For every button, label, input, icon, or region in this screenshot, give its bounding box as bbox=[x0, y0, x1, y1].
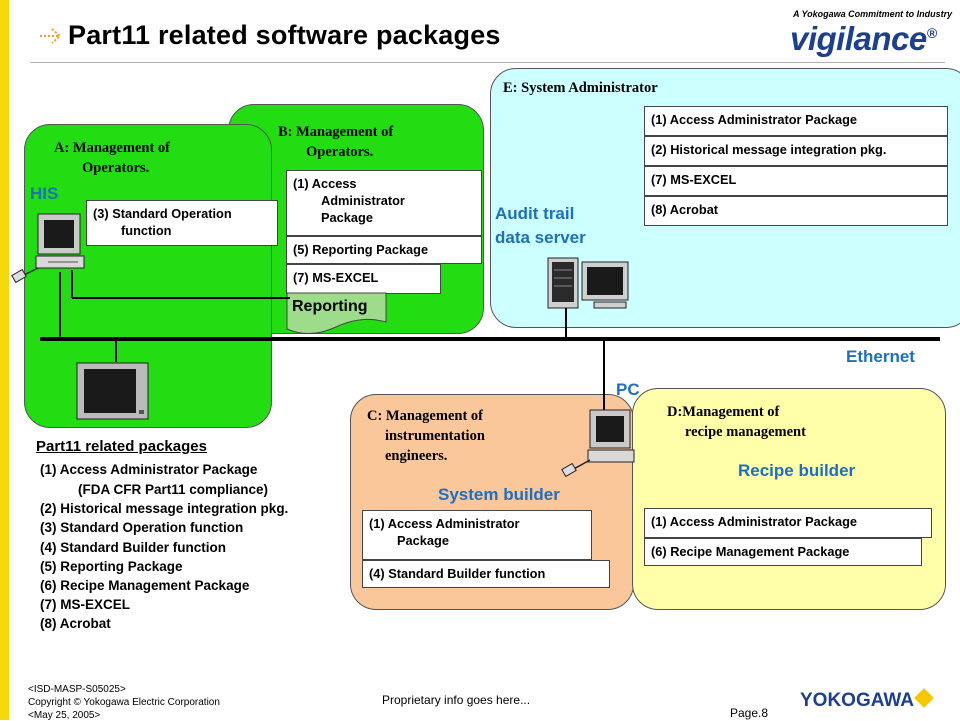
his-computer-icon bbox=[11, 213, 85, 284]
package-item: (8) Acrobat bbox=[40, 616, 111, 631]
audit-server-icon bbox=[547, 257, 629, 309]
title-divider bbox=[30, 62, 945, 63]
footer-date: <May 25, 2005> bbox=[28, 710, 101, 721]
e-msexcel-box: (7) MS-EXCEL bbox=[644, 166, 948, 196]
logo-tagline: A Yokogawa Commitment to Industry bbox=[793, 9, 953, 19]
e-access-admin-box: (1) Access Administrator Package bbox=[644, 106, 948, 136]
d-access-admin-box: (1) Access Administrator Package bbox=[644, 508, 932, 538]
package-item: (7) MS-EXCEL bbox=[40, 597, 131, 612]
package-item: (1) Access Administrator Package bbox=[40, 462, 258, 477]
package-item: (FDA CFR Part11 compliance) bbox=[78, 482, 269, 497]
console-monitor-icon bbox=[76, 362, 149, 420]
region-e-label: E: System Administrator bbox=[503, 80, 658, 96]
d-recipe-package-box: (6) Recipe Management Package bbox=[644, 538, 922, 566]
c-standard-builder-box: (4) Standard Builder function bbox=[362, 560, 610, 588]
footer-page: Page.8 bbox=[730, 706, 769, 720]
system-builder-label: System builder bbox=[438, 485, 560, 504]
left-accent-bar bbox=[0, 0, 9, 720]
e-acrobat-box: (8) Acrobat bbox=[644, 196, 948, 226]
package-item: (5) Reporting Package bbox=[40, 559, 183, 574]
ethernet-label: Ethernet bbox=[846, 347, 915, 366]
footer-proprietary: Proprietary info goes here... bbox=[382, 693, 531, 707]
footer-copyright: Copyright © Yokogawa Electric Corporatio… bbox=[28, 697, 220, 708]
yokogawa-logo: YOKOGAWA bbox=[800, 690, 915, 711]
package-item: (6) Recipe Management Package bbox=[40, 578, 250, 593]
page-title: Part11 related software packages bbox=[68, 20, 501, 50]
package-item: (3) Standard Operation function bbox=[40, 520, 244, 535]
footer-doc-id: <ISD-MASP-S05025> bbox=[28, 684, 126, 695]
vigilance-logo: vigilance® bbox=[790, 20, 937, 57]
packages-title: Part11 related packages bbox=[36, 438, 207, 455]
e-historical-msg-box: (2) Historical message integration pkg. bbox=[644, 136, 948, 166]
package-item: (4) Standard Builder function bbox=[40, 540, 227, 555]
recipe-builder-label: Recipe builder bbox=[738, 461, 856, 480]
pc-label: PC bbox=[616, 380, 640, 399]
pc-computer-icon bbox=[561, 409, 635, 478]
reporting-document-label: Reporting bbox=[292, 298, 368, 315]
his-label: HIS bbox=[30, 184, 59, 203]
reporting-document-icon bbox=[286, 292, 387, 334]
package-item: (2) Historical message integration pkg. bbox=[40, 501, 289, 516]
reporting-package-box: (5) Reporting Package bbox=[286, 236, 482, 264]
title-arrow-icon bbox=[40, 28, 62, 44]
region-d-recipe bbox=[632, 388, 946, 610]
msexcel-box-b: (7) MS-EXCEL bbox=[286, 264, 441, 294]
